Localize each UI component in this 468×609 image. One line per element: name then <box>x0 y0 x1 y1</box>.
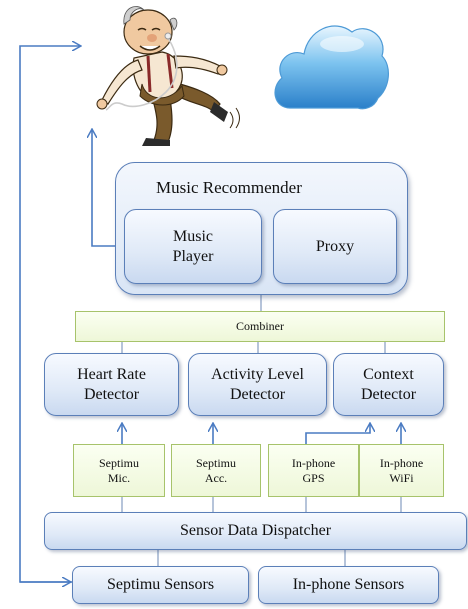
septimu-acc-box: Septimu Acc. <box>171 444 261 497</box>
gps-to-context-arrow <box>305 424 370 444</box>
sensor-data-dispatcher-box: Sensor Data Dispatcher <box>44 512 467 550</box>
combiner-box: Combiner <box>75 311 445 342</box>
context-detector-box: Context Detector <box>333 353 444 416</box>
heart-rate-detector-box: Heart Rate Detector <box>44 353 179 416</box>
proxy-box: Proxy <box>273 209 397 284</box>
feedback-loop-line <box>19 46 80 583</box>
music-player-box: Music Player <box>124 209 262 284</box>
activity-level-detector-box: Activity Level Detector <box>188 353 327 416</box>
player-to-user-arrow <box>92 130 124 247</box>
septimu-sensors-box: Septimu Sensors <box>72 566 249 604</box>
dancing-man-with-headphones-icon <box>96 6 240 146</box>
septimu-mic-box: Septimu Mic. <box>73 444 165 497</box>
cloud-icon <box>274 25 389 110</box>
music-recommender-label: Music Recommender <box>156 178 302 197</box>
inphone-wifi-box: In-phone WiFi <box>359 444 444 497</box>
inphone-sensors-box: In-phone Sensors <box>258 566 439 604</box>
inphone-gps-box: In-phone GPS <box>268 444 359 497</box>
